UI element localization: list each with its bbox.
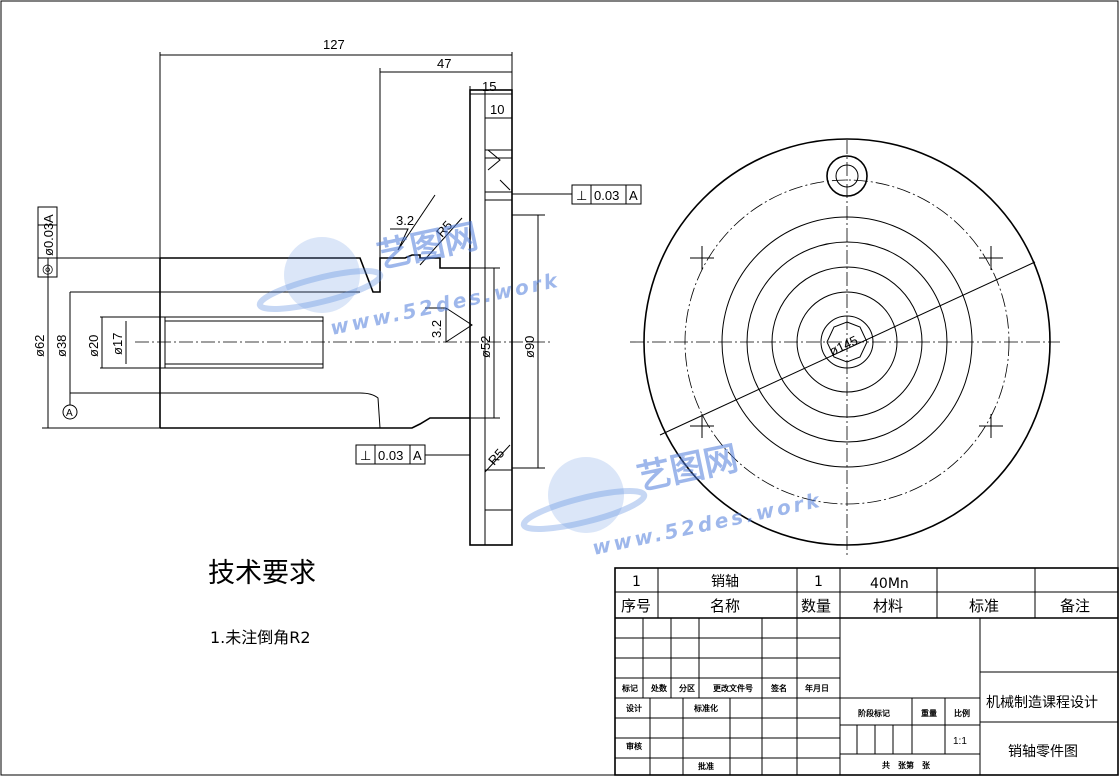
label-sheji: 设计 [626, 703, 642, 713]
watermark-cn-lower: 艺图网 [634, 438, 742, 498]
dim-127: 127 [323, 37, 345, 52]
datum-a-label: A [66, 408, 73, 419]
datum-a-circle [62, 404, 78, 420]
dim-dia17: ø17 [110, 333, 125, 355]
dim-47: 47 [437, 56, 451, 71]
label-biaoji: 标记 [621, 683, 638, 693]
top-hole-outer [826, 155, 868, 197]
watermark-lower: 艺图网 www.52des.work [520, 438, 824, 560]
bom-header-name: 名称 [710, 597, 740, 615]
drawing-name: 销轴零件图 [1008, 744, 1078, 760]
label-zhongliang: 重量 [921, 708, 937, 718]
tech-req-item1: 1.未注倒角R2 [210, 628, 311, 647]
radius-r5-lower: R5 [485, 446, 507, 468]
bom-material: 40Mn [870, 576, 909, 592]
stage-grid [840, 618, 981, 775]
tol-upper-symbol: ⊥ [576, 188, 587, 203]
roughness-mid: 3.2 [429, 320, 444, 338]
watermark-globe-icon-2 [548, 457, 624, 533]
tol-coax-symbol: ◎ [42, 261, 53, 276]
circle-r125 [721, 216, 973, 468]
dim-dia145: ø145 [827, 333, 860, 359]
dim-dia52: ø52 [478, 336, 493, 358]
bom-quantity: 1 [814, 574, 823, 590]
bom-part-name: 销轴 [711, 574, 739, 590]
tol-lower-value: 0.03 [378, 448, 403, 463]
dim-15: 15 [482, 79, 496, 94]
leader-r5-upper [419, 217, 463, 266]
shaft-lower-outline [160, 417, 470, 429]
label-qianming: 签名 [770, 683, 787, 693]
label-jieduan: 阶段标记 [858, 708, 890, 718]
tol-upper-value: 0.03 [594, 188, 619, 203]
title-block: 1 销轴 1 40Mn 序号 名称 数量 材料 标准 备注 [614, 567, 1119, 776]
side-view: 127 47 15 10 ø62 ø38 ø20 ø17 ø52 [32, 37, 642, 546]
tol-lower-symbol: ⊥ [360, 448, 371, 463]
watermark-globe-icon [284, 237, 360, 313]
dim-dia38: ø38 [54, 335, 69, 357]
label-bili: 比例 [954, 708, 970, 718]
top-hole-inner [835, 164, 859, 188]
label-fenqu: 分区 [679, 683, 695, 693]
dim-dia90: ø90 [522, 336, 537, 358]
scale-value: 1:1 [953, 736, 967, 747]
label-chushu: 处数 [650, 683, 668, 693]
tech-req-title: 技术要求 [208, 558, 316, 589]
fillet-lower [359, 392, 381, 429]
tol-coax-datum: A [41, 214, 56, 223]
tol-lower-datum: A [413, 448, 422, 463]
circle-r100 [746, 241, 948, 443]
circle-r50 [796, 291, 898, 393]
dim-dia20: ø20 [86, 335, 101, 357]
project-title: 机械制造课程设计 [986, 695, 1098, 711]
tol-coax-value: ø0.03 [41, 223, 56, 256]
front-view: ø145 [630, 138, 1060, 555]
revision-grid [615, 618, 841, 775]
bolt-hole-marks [690, 246, 1003, 438]
flange-lower-recess [484, 469, 513, 511]
dim-dia62: ø62 [32, 335, 47, 357]
tol-upper-frame [571, 184, 642, 205]
tol-lower-frame [355, 444, 426, 465]
center-polygon [826, 321, 868, 363]
outer-circle [643, 138, 1051, 546]
bom-header-no: 序号 [621, 597, 651, 615]
bom-header-standard: 标准 [969, 597, 999, 615]
roughness-top-symbol [390, 194, 436, 251]
dim-10: 10 [490, 102, 504, 117]
bolt-circle [684, 179, 1010, 505]
label-gengai: 更改文件号 [713, 683, 753, 693]
bom-header-remark: 备注 [1060, 597, 1090, 615]
bore-dia20 [159, 316, 324, 369]
circle-r26 [820, 315, 874, 369]
tol-upper-datum: A [629, 188, 638, 203]
tol-coax-frame [37, 206, 58, 278]
shaft-upper-outline [160, 254, 470, 293]
leader-r5-lower [484, 444, 511, 473]
label-shenhe: 审核 [626, 741, 642, 751]
circle-r75 [771, 266, 923, 418]
roughness-top: 3.2 [396, 213, 414, 228]
watermark-url-lower: www.52des.work [590, 488, 824, 560]
label-gong: 共 张第 张 [882, 760, 931, 770]
watermark-url-upper: www.52des.work [328, 268, 562, 340]
watermark-swoosh-icon [256, 268, 384, 312]
bom-part-no: 1 [632, 574, 641, 590]
dim-145-line [659, 261, 1036, 436]
roughness-mid-symbol [445, 307, 473, 343]
bom-header-material: 材料 [873, 597, 903, 615]
bolt-hole-hatch [487, 149, 511, 191]
watermark-swoosh-icon-2 [520, 488, 648, 532]
bom-header-qty: 数量 [801, 597, 831, 615]
flange-bolt-hole [484, 149, 513, 201]
label-biaozhunhua: 标准化 [693, 703, 718, 713]
label-pizhun: 批准 [698, 761, 714, 771]
label-nianyueri: 年月日 [805, 683, 829, 693]
